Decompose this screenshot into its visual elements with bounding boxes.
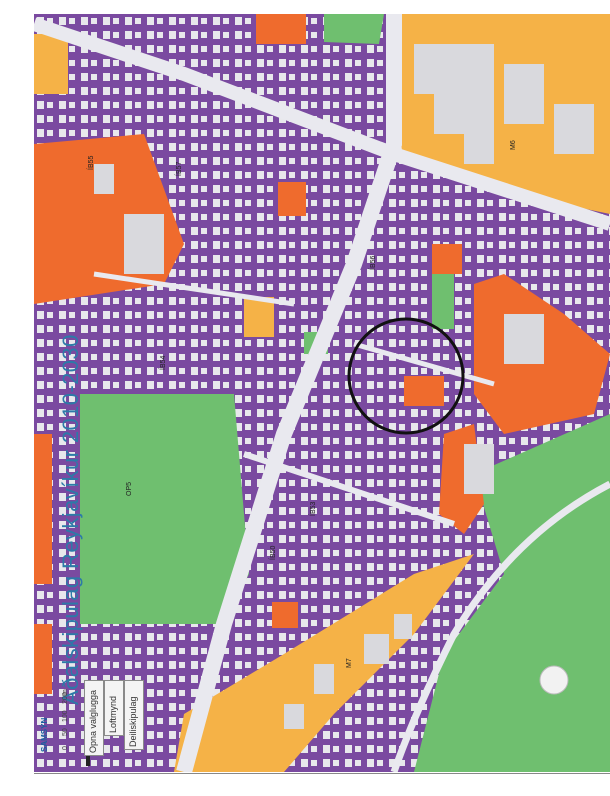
zone-label: M6 xyxy=(510,140,517,150)
road-east-curve xyxy=(390,480,610,772)
scale-tick-50: 50 xyxy=(62,728,69,736)
zone-label: ÍB53 xyxy=(310,501,317,516)
zone-label: OP5 xyxy=(126,481,133,496)
service-lot-edge-2 xyxy=(34,624,52,694)
service-lot-4 xyxy=(272,602,298,628)
zone-label: M7 xyxy=(346,658,353,668)
buildings-m7 xyxy=(284,614,412,729)
bottom-divider xyxy=(34,773,610,774)
detail-plan-label: Deiliskipulag xyxy=(128,696,138,747)
service-lot-2 xyxy=(432,244,462,274)
highlight-circle xyxy=(347,317,465,435)
commercial-lot xyxy=(244,297,274,337)
zone-label: ÍB55 xyxy=(88,155,95,170)
service-lot-edge xyxy=(34,434,52,584)
scale-unit: m xyxy=(62,689,69,695)
side-street-2 xyxy=(353,341,495,387)
open-panel-button[interactable]: Opna valglugga xyxy=(84,680,104,756)
open-panel-label: Opna valglugga xyxy=(88,689,98,753)
map-symbol xyxy=(539,665,569,695)
green-zone-north xyxy=(324,14,384,44)
aerial-photo-toggle[interactable]: Loftmynd xyxy=(104,680,124,736)
main-road-diagonal xyxy=(176,14,402,772)
park-zone xyxy=(80,394,249,624)
green-lot xyxy=(432,274,454,329)
scale-tick-0: 0 xyxy=(62,746,69,750)
zone-label: ÍB54 xyxy=(160,355,167,370)
detail-plan-toggle[interactable]: Deiliskipulag xyxy=(124,680,144,750)
zone-label: ÍB56 xyxy=(370,255,377,270)
aerial-photo-label: Loftmynd xyxy=(108,695,118,733)
buildings-m6 xyxy=(414,44,594,164)
map-canvas[interactable] xyxy=(34,14,610,772)
brand-logo-text: SAMSÝN xyxy=(40,717,49,752)
map-title: Aðalskipulag Reykjavíkur 2010-2030 xyxy=(58,334,83,705)
commercial-zone-m7 xyxy=(174,554,474,772)
map-viewport[interactable] xyxy=(34,14,610,772)
zone-label: ÍB57 xyxy=(176,161,183,176)
service-lot-3 xyxy=(404,376,444,406)
scale-tick-100: 100 xyxy=(62,710,69,722)
commercial-edge xyxy=(34,34,68,94)
side-street-3 xyxy=(93,271,295,307)
service-lot-1 xyxy=(256,14,306,44)
buildings-service xyxy=(94,164,544,494)
service-lot-5 xyxy=(278,182,306,216)
main-road-horizontal xyxy=(34,17,610,231)
side-street-1 xyxy=(243,451,455,527)
zone-label: ÍB50 xyxy=(270,545,277,560)
